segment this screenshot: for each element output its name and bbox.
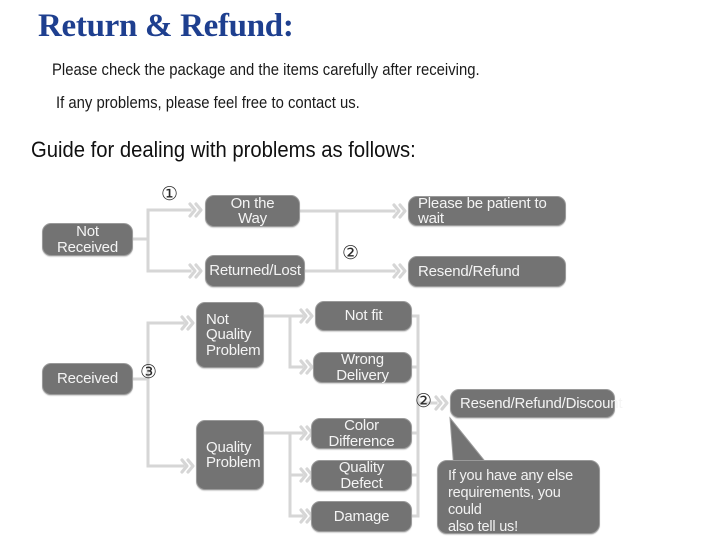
speech-bubble: If you have any else requirements, you c… <box>437 460 600 535</box>
step-marker-two-top: ② <box>342 243 360 264</box>
page-title: Return & Refund: <box>38 8 294 44</box>
node-not-fit[interactable]: Not fit <box>315 301 412 331</box>
node-resend-refund-discount[interactable]: Resend/Refund/Discount <box>450 389 623 418</box>
intro-line-2: If any problems, please feel free to con… <box>56 94 360 112</box>
node-not-received[interactable]: Not Received <box>42 223 133 256</box>
node-color-difference[interactable]: Color Difference <box>311 418 412 449</box>
guide-heading: Guide for dealing with problems as follo… <box>31 137 416 162</box>
node-returned-lost[interactable]: Returned/Lost <box>205 255 305 287</box>
node-damage[interactable]: Damage <box>311 501 412 532</box>
node-quality-defect[interactable]: Quality Defect <box>311 460 412 491</box>
node-quality-problem[interactable]: Quality Problem <box>196 420 264 490</box>
step-marker-two-bottom: ② <box>415 391 433 412</box>
node-wrong-delivery[interactable]: Wrong Delivery <box>313 352 412 383</box>
node-not-quality-problem[interactable]: Not Quality Problem <box>196 302 264 368</box>
node-please-be-patient[interactable]: Please be patient to wait <box>408 196 566 226</box>
step-marker-one: ① <box>161 184 179 205</box>
intro-line-1: Please check the package and the items c… <box>52 61 480 79</box>
node-on-the-way[interactable]: On the Way <box>205 195 300 227</box>
step-marker-three: ③ <box>140 362 158 383</box>
node-received[interactable]: Received <box>42 363 133 395</box>
node-resend-refund[interactable]: Resend/Refund <box>408 256 566 287</box>
